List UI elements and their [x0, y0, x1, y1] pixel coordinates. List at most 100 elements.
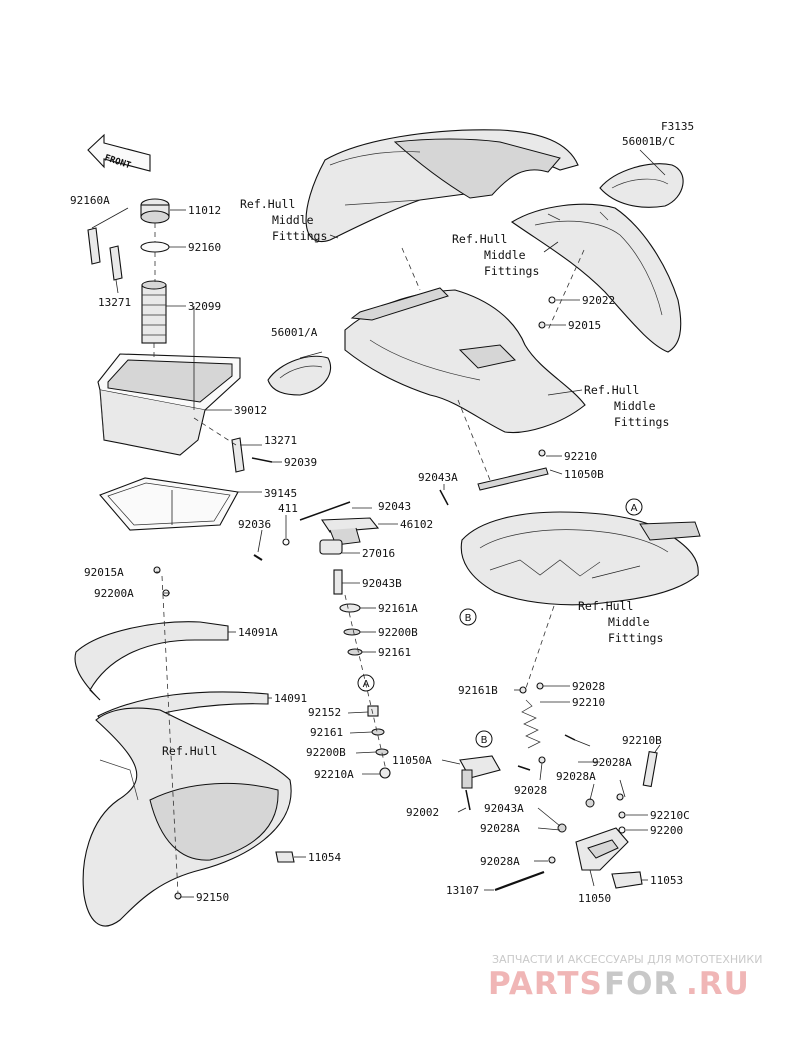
leader-lines: [91, 149, 666, 898]
svg-text:B: B: [481, 735, 488, 746]
spacer-92152: [367, 705, 379, 717]
washer-92028a-right: [616, 793, 624, 801]
svg-text:Middle: Middle: [608, 615, 650, 629]
bracket-11054: [275, 851, 295, 863]
callout-a-tray: A: [625, 498, 643, 516]
washer-92200b: [343, 628, 361, 636]
part-label: 92161A: [378, 602, 418, 615]
part-label: 13271: [98, 296, 131, 309]
latch-11050: [575, 827, 629, 871]
nut-92210-top: [538, 449, 546, 457]
part-label: 92150: [196, 891, 229, 904]
bolt-92002: [465, 789, 471, 811]
lower-tray: [460, 511, 701, 606]
part-label: 92039: [284, 456, 317, 469]
part-label: 39145: [264, 487, 297, 500]
watermark: ЗАПЧАСТИ И АКСЕССУАРЫ ДЛЯ МОТОТЕХНИКИ PA…: [488, 953, 762, 1002]
cap-11012: [140, 198, 170, 224]
washer-92028-mid: [538, 756, 546, 764]
part-label: 92200B: [306, 746, 346, 759]
part-label: 92161: [310, 726, 343, 739]
part-label: 14091: [274, 692, 307, 705]
latch-11050a: [459, 755, 501, 789]
part-label: 46102: [400, 518, 433, 531]
plate-11053: [611, 871, 643, 889]
rear-hull: [82, 707, 292, 927]
part-label: 92210: [564, 450, 597, 463]
part-label: 11012: [188, 204, 221, 217]
part-label: 56001B/C: [622, 135, 675, 148]
part-label: 92210A: [314, 768, 354, 781]
bolt-13107: [494, 870, 545, 892]
part-label: 411: [278, 502, 298, 515]
washer-92210c: [618, 811, 626, 819]
washer-92161: [347, 648, 363, 656]
svg-text:Middle: Middle: [614, 399, 656, 413]
ref-hull-right: Ref.Hull Middle Fittings: [452, 232, 539, 278]
svg-text:Ref.Hull: Ref.Hull: [240, 197, 295, 211]
nut-92210a: [379, 767, 391, 779]
cover-56001a: [267, 355, 332, 396]
part-label: 92022: [582, 294, 615, 307]
part-labels: 11012 92160A 92160 13271 32099 39012 132…: [70, 135, 690, 905]
part-label: 92152: [308, 706, 341, 719]
svg-text:Fittings: Fittings: [608, 631, 663, 645]
svg-text:Fittings: Fittings: [614, 415, 669, 429]
part-label: 13271: [264, 434, 297, 447]
part-label: 92028A: [480, 855, 520, 868]
rod-92210b: [642, 750, 658, 788]
part-label: 92210C: [650, 809, 690, 822]
watermark-brand-2: FOR: [604, 966, 678, 1002]
rear-cowl-14091a: [74, 621, 229, 701]
part-label: 56001/A: [271, 326, 318, 339]
washer-92028a-bottom: [548, 856, 556, 864]
cover-56001bc: [599, 163, 684, 208]
bolt-92043: [299, 501, 351, 521]
part-label: 11053: [650, 874, 683, 887]
washer-92028-top: [536, 682, 544, 690]
part-label: 92210: [572, 696, 605, 709]
part-label: 92200B: [378, 626, 418, 639]
diagram-code: F3135: [661, 120, 694, 133]
pin-92028a: [564, 734, 576, 741]
part-label: 32099: [188, 300, 221, 313]
washer-92161a: [339, 603, 361, 613]
watermark-tagline: ЗАПЧАСТИ И АКСЕССУАРЫ ДЛЯ МОТОТЕХНИКИ: [492, 953, 762, 966]
part-label: 92028A: [480, 822, 520, 835]
part-label: 92161B: [458, 684, 498, 697]
screw-92039: [251, 457, 273, 463]
part-label: 92015A: [84, 566, 124, 579]
part-label: 92043A: [418, 471, 458, 484]
screw-92015: [538, 321, 546, 329]
seal-39145: [99, 477, 239, 531]
strap-13271-lower: [231, 437, 245, 473]
part-label: 92002: [406, 806, 439, 819]
ref-hull-tray: Ref.Hull Middle Fittings: [578, 599, 663, 645]
washer-92200: [618, 826, 626, 834]
hose-32099: [141, 280, 167, 344]
svg-text:B: B: [465, 613, 472, 624]
part-label: 11054: [308, 851, 341, 864]
svg-text:Fittings: Fittings: [484, 264, 539, 278]
svg-text:Ref.Hull: Ref.Hull: [452, 232, 507, 246]
strap-13271-upper: [109, 245, 123, 281]
part-label: 92028: [572, 680, 605, 693]
part-label: 92043B: [362, 577, 402, 590]
part-label: 92160: [188, 241, 221, 254]
part-label: 92028A: [592, 756, 632, 769]
pin-92036: [253, 554, 263, 561]
right-fairing: [510, 203, 682, 353]
bolt-92043b: [333, 569, 343, 595]
svg-text:Middle: Middle: [484, 248, 526, 262]
part-label: 14091A: [238, 626, 278, 639]
watermark-brand-1: PARTS: [488, 966, 603, 1002]
washer-92161-b: [371, 728, 385, 736]
svg-text:Fittings: Fittings: [272, 229, 327, 243]
front-arrow-icon: FRONT: [87, 133, 151, 172]
part-label: 92200A: [94, 587, 134, 600]
part-label: 11050: [578, 892, 611, 905]
washer-92028a-b: [585, 798, 595, 808]
alignment-lines: [153, 223, 585, 895]
part-label: 92028A: [556, 770, 596, 783]
callout-b-tray: B: [459, 608, 477, 626]
